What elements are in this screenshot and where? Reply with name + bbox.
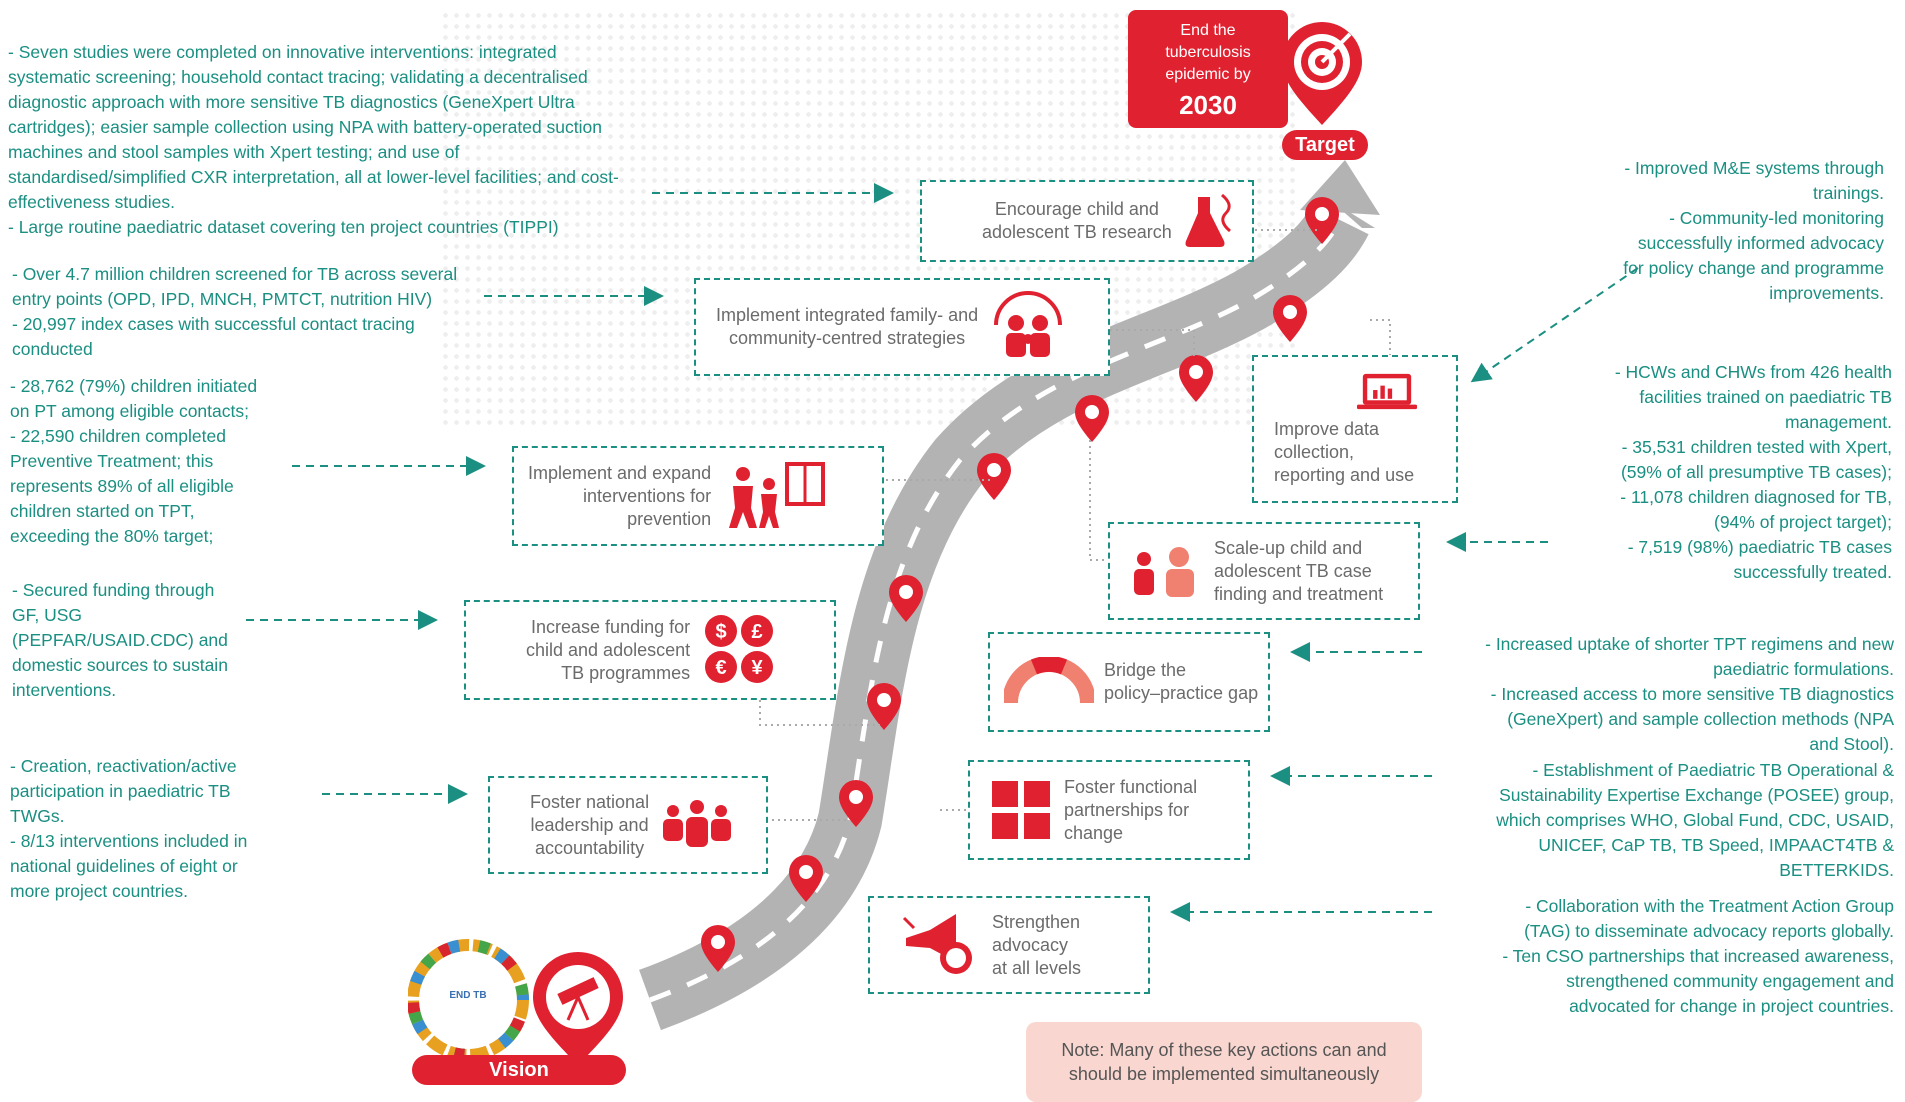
action-foster-leadership: Foster national leadership and accountab… — [488, 776, 768, 874]
bullseye-icon — [1282, 22, 1362, 125]
left-note-leadership: - Creation, reactivation/active particip… — [10, 756, 248, 901]
right-note-policy: - Increased uptake of shorter TPT regime… — [1485, 634, 1894, 754]
action-strengthen-advocacy: Strengthen advocacy at all levels — [868, 896, 1150, 994]
action-prevention: Implement and expand interventions for p… — [512, 446, 884, 546]
action-family-strategies: Implement integrated family- and communi… — [694, 278, 1110, 376]
right-note-advocacy: - Collaboration with the Treatment Actio… — [1502, 896, 1894, 1016]
action-foster-partnerships: Foster functional partnerships for chang… — [968, 760, 1250, 860]
megaphone-icon — [902, 914, 972, 974]
end-tb-logo — [408, 939, 529, 1061]
target-year: 2030 — [1179, 90, 1237, 120]
flask-dna-icon — [1185, 193, 1231, 247]
right-note-casefinding: - HCWs and CHWs from 426 health faciliti… — [1614, 362, 1892, 582]
currency-icon: $ £ € ¥ — [705, 615, 774, 683]
road-center-line — [649, 218, 1343, 1003]
action-label: Implement and expand interventions for p… — [528, 462, 712, 529]
family-icon — [994, 291, 1063, 357]
action-encourage-research: Encourage child and adolescent TB resear… — [920, 180, 1254, 262]
svg-text:€: € — [716, 657, 727, 679]
action-label: Strengthen advocacy at all levels — [992, 911, 1082, 978]
svg-text:£: £ — [752, 621, 763, 643]
puzzle-hands-icon — [992, 781, 1050, 839]
laptop-chart-icon — [1356, 373, 1418, 410]
action-label: Implement integrated family- and communi… — [716, 305, 979, 348]
road-pins — [701, 197, 1339, 972]
svg-text:¥: ¥ — [752, 657, 764, 679]
action-label: Increase funding for child and adolescen… — [526, 616, 691, 683]
target-card: End the tuberculosis epidemic by 2030 — [1128, 10, 1288, 128]
simultaneous-note: Note: Many of these key actions can and … — [1026, 1022, 1422, 1102]
action-improve-data: Improve data collection, reporting and u… — [1252, 355, 1458, 503]
vision-graphic — [408, 939, 623, 1065]
group-people-icon — [663, 800, 732, 847]
target-text: End the tuberculosis epidemic by — [1165, 22, 1251, 83]
right-note-data: - Improved M&E systems through trainings… — [1623, 158, 1884, 303]
action-case-finding: Scale-up child and adolescent TB case fi… — [1108, 522, 1420, 620]
action-label: Bridge the policy–practice gap — [1104, 660, 1259, 703]
end-tb-logo-text: END TB — [449, 990, 487, 1001]
action-label: Encourage child and adolescent TB resear… — [982, 199, 1172, 242]
telescope-icon — [533, 951, 623, 1065]
right-note-partnerships: - Establishment of Paediatric TB Operati… — [1496, 760, 1894, 880]
arch-gauge-icon — [1004, 657, 1094, 704]
vision-label: Vision — [412, 1055, 626, 1085]
action-label: Foster functional partnerships for chang… — [1064, 776, 1198, 843]
left-note-funding: - Secured funding through GF, USG (PEPFA… — [12, 580, 228, 700]
pin-connectors — [759, 229, 1391, 821]
doctor-child-icon — [1134, 547, 1194, 597]
action-label: Scale-up child and adolescent TB case fi… — [1214, 537, 1384, 604]
svg-text:$: $ — [716, 621, 727, 643]
left-note-prevention: - 28,762 (79%) children initiated on PT … — [10, 376, 258, 546]
target-label: Target — [1282, 130, 1368, 160]
action-increase-funding: Increase funding for child and adolescen… — [464, 600, 836, 700]
left-note-screening: - Over 4.7 million children screened for… — [12, 264, 458, 359]
left-note-research: - Seven studies were completed on innova… — [8, 42, 619, 237]
action-label: Improve data collection, reporting and u… — [1274, 419, 1415, 485]
action-bridge-policy: Bridge the policy–practice gap — [988, 632, 1270, 732]
children-window-icon — [729, 462, 826, 528]
action-label: Foster national leadership and accountab… — [530, 791, 650, 858]
